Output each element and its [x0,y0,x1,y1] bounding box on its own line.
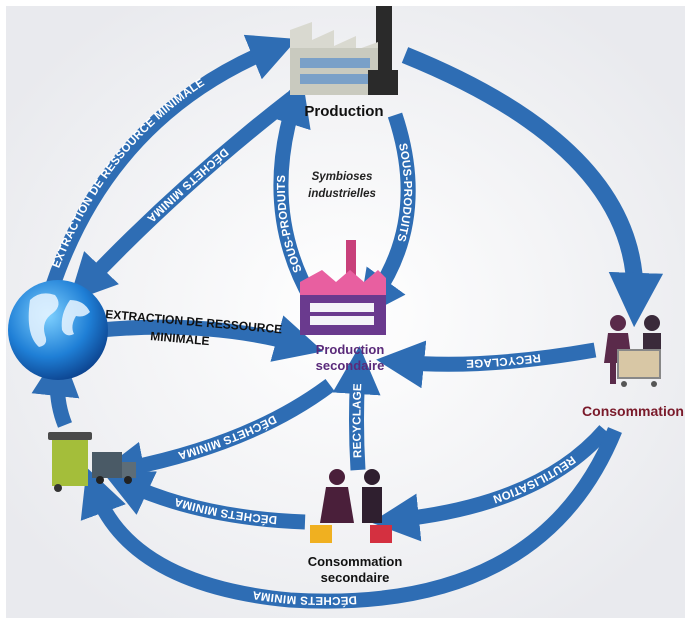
secondary-factory-icon [300,240,386,335]
node-consommation-secondaire-line1: Consommation [308,554,403,569]
label-symbioses-line2: industrielles [308,188,376,200]
globe-icon [8,280,108,380]
arrow-extraction-mid [99,315,324,362]
arrow-dechets-low [103,471,306,530]
arrow-dechets-top [68,92,297,303]
node-production: Production [304,103,383,120]
arrow-dechets-bottom [80,427,622,609]
secondary-shoppers-icon [310,469,392,543]
arrow-recyclage-right [376,340,597,389]
arrow-extraction-top [44,34,298,291]
arrow-reutilisation [371,425,611,542]
node-consommation-secondaire-line2: secondaire [321,570,390,585]
node-production-secondaire-line2: secondaire [316,358,385,373]
factory-icon [290,6,398,95]
label-recyclage-vertical: RECYCLAGE [351,383,364,458]
arrow-sous-produits-left [264,77,319,304]
shoppers-icon [604,315,661,387]
label-extraction-mid-line2: MINIMALE [150,329,210,348]
node-production-secondaire-line1: Production [316,342,385,357]
arrow-dechets-mid [96,378,335,490]
label-symbioses-line1: Symbioses [312,171,373,183]
arrow-recyclage-vertical [332,346,381,471]
node-consommation: Consommation [582,403,684,419]
trash-bin-icon [48,432,92,492]
arrow-production-to-consommation [401,47,664,328]
truck-icon [92,452,136,484]
